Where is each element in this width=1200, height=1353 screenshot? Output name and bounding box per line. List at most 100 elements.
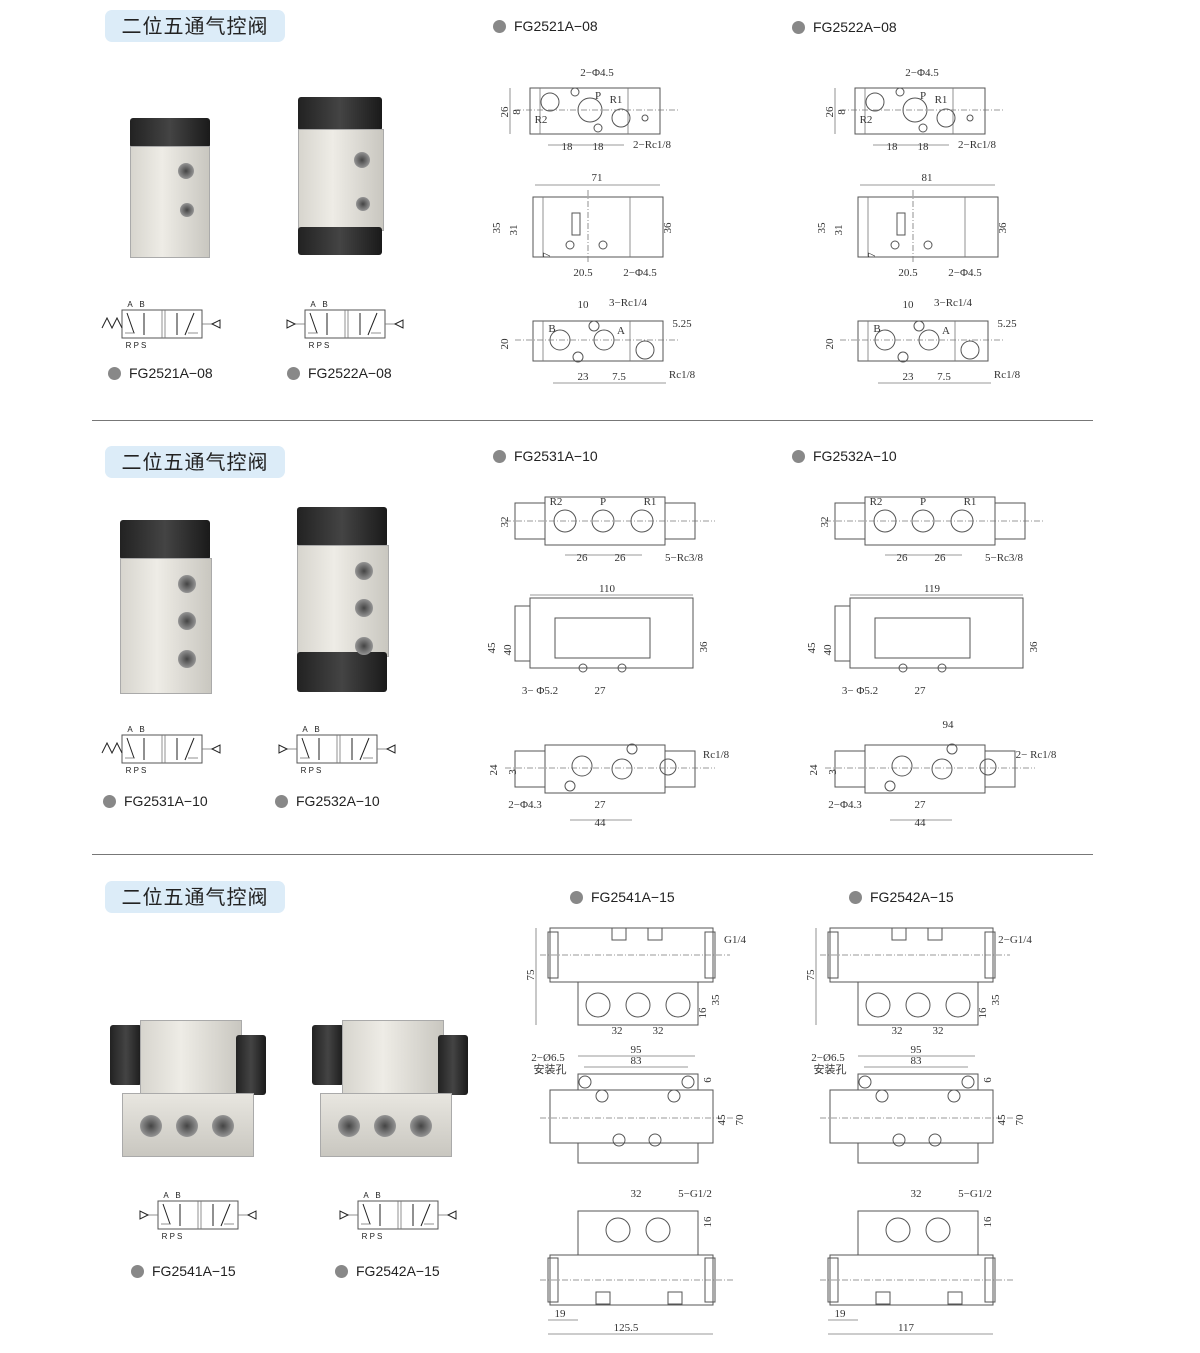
dimension-label: R2 [870, 496, 883, 508]
dimension-label: 6 [982, 1077, 994, 1083]
port-hole [885, 1217, 911, 1243]
dimension-label: 45 [486, 642, 498, 654]
port-hole [947, 1089, 961, 1103]
port-hole [979, 758, 997, 776]
dimension-label: 35 [491, 222, 503, 234]
dimension-label: 119 [924, 583, 941, 595]
dimension-label: R P S [362, 1232, 383, 1241]
model-text: FG2542A−15 [356, 1263, 440, 1279]
side-view [857, 196, 999, 258]
dimension-label: Rc1/8 [669, 369, 696, 381]
manifold [857, 981, 979, 1026]
port-box [647, 927, 663, 941]
bottom-view [864, 744, 986, 794]
dimension-label: 18 [887, 141, 899, 153]
arrow [359, 737, 370, 761]
port-hole [931, 758, 953, 780]
dimension-label: 36 [698, 641, 710, 653]
arrow [420, 1203, 431, 1227]
port-hole [571, 755, 593, 777]
dimension-label: Rc1/8 [994, 369, 1021, 381]
dimension-label: R2 [550, 496, 563, 508]
dimension-label: 16 [702, 1216, 714, 1228]
port-hole [564, 780, 576, 792]
dimension-label: 2−Φ4.5 [948, 267, 982, 279]
port-hole [570, 87, 580, 97]
flange [577, 1073, 699, 1091]
drawing-model-label: FG2541A−15 [570, 889, 675, 905]
product-model-label: FG2542A−15 [335, 1263, 440, 1279]
port-hole [540, 92, 560, 112]
dimension-label: 10 [903, 299, 915, 311]
arrow [126, 737, 135, 759]
dimension-label: 5−Rc3/8 [665, 552, 703, 564]
section-title: 二位五通气控阀 [105, 881, 285, 913]
dimension-label: 81 [922, 172, 933, 184]
port-hole [895, 87, 905, 97]
product-photo-fg2531a [120, 520, 212, 694]
dimension-label: 5−Rc3/8 [985, 552, 1023, 564]
port-hole [612, 1133, 626, 1147]
port-hole [946, 743, 958, 755]
dimension-label: 71 [592, 172, 603, 184]
port-hole [588, 320, 600, 332]
port-hole [858, 1075, 872, 1089]
dimension-label: R P S [301, 766, 322, 775]
manifold [577, 1142, 699, 1164]
port-hole [572, 351, 584, 363]
product-model-label: FG2531A−10 [103, 793, 208, 809]
port-hole [891, 755, 913, 777]
end-cap [514, 605, 531, 662]
dimension-label: 44 [595, 817, 607, 829]
dimension-label: 5−G1/2 [678, 1188, 712, 1200]
side-view [829, 1089, 994, 1144]
dimension-label: 2−Φ4.3 [828, 799, 862, 811]
dimension-label: A [127, 725, 133, 734]
pilot-icon [286, 319, 297, 329]
dimension-label: A [310, 300, 316, 309]
bullet-icon [103, 794, 116, 808]
dimension-label: 35 [990, 994, 1002, 1006]
dimension-label: 125.5 [614, 1322, 639, 1334]
dimension-label: Rc1/8 [703, 749, 730, 761]
dimension-label: 16 [697, 1007, 709, 1019]
port-hole [898, 663, 908, 673]
end-cap [834, 605, 851, 662]
side-view [849, 597, 1024, 669]
dimension-label: 20.5 [898, 267, 918, 279]
drawing-model-label: FG2521A−08 [493, 18, 598, 34]
dimension-label: 70 [1014, 1114, 1026, 1126]
arrow [362, 1203, 371, 1225]
arrow [301, 737, 310, 759]
port-hole [591, 509, 615, 533]
model-text: FG2522A−08 [813, 19, 897, 35]
pilot-icon [278, 744, 289, 754]
port-hole [578, 1075, 592, 1089]
port-hole [884, 780, 896, 792]
port-hole [593, 123, 603, 133]
manifold [577, 981, 699, 1026]
dimension-label: P [920, 90, 926, 102]
dimension-label: 31 [508, 225, 520, 236]
arrow [309, 312, 318, 334]
port-hole [681, 1075, 695, 1089]
port-hole [595, 1089, 609, 1103]
dimension-label: 26 [615, 552, 627, 564]
dimension-label: 5.25 [672, 318, 692, 330]
end-cap [514, 750, 546, 788]
model-text: FG2532A−10 [813, 448, 897, 464]
spring-icon [101, 316, 123, 330]
port-hole [892, 1133, 906, 1147]
dimension-label: 5.25 [997, 318, 1017, 330]
port-box [611, 927, 627, 941]
dimension-label: B [322, 300, 327, 309]
dimension-label: 35 [710, 994, 722, 1006]
dimension-label: B [139, 725, 144, 734]
dimension-label: 75 [525, 969, 537, 981]
arrow [162, 1203, 171, 1225]
dimension-label: 70 [734, 1114, 746, 1126]
dimension-label: 18 [562, 141, 574, 153]
dimension-label: 7.5 [937, 371, 951, 383]
model-text: FG2521A−08 [129, 365, 213, 381]
dimension-label: 19 [555, 1308, 567, 1320]
